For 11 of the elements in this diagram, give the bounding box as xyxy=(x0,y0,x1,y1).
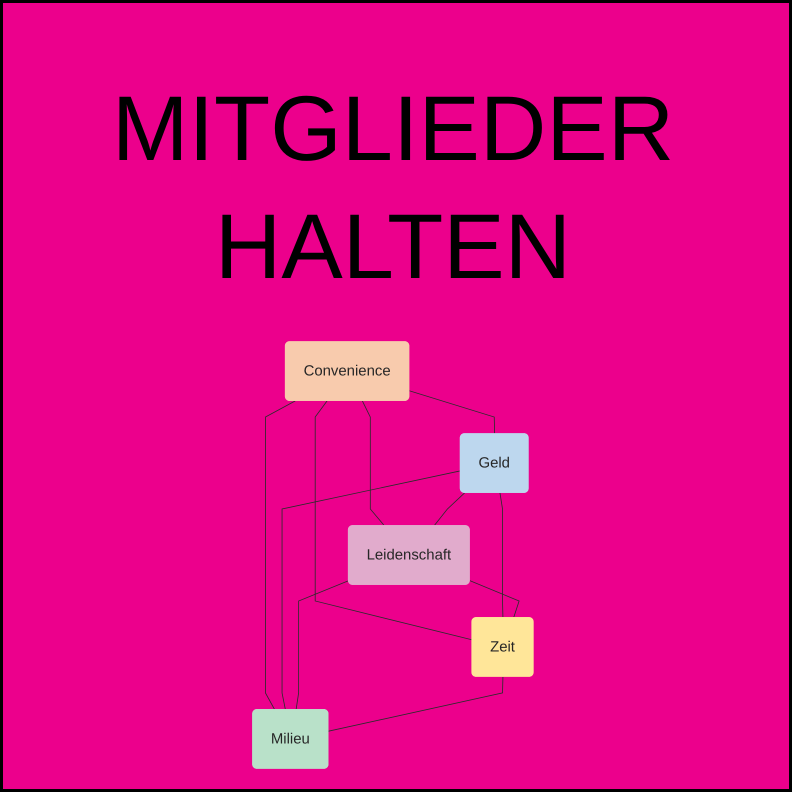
connector xyxy=(328,676,504,732)
connector xyxy=(265,400,296,710)
connector xyxy=(434,492,466,526)
connector xyxy=(469,580,520,618)
connector xyxy=(500,492,504,618)
connector xyxy=(408,390,496,434)
connector xyxy=(282,470,462,710)
title: MITGLIEDER HALTEN xyxy=(110,77,676,300)
connector xyxy=(296,580,350,710)
connector xyxy=(314,400,473,640)
connector xyxy=(362,400,386,526)
